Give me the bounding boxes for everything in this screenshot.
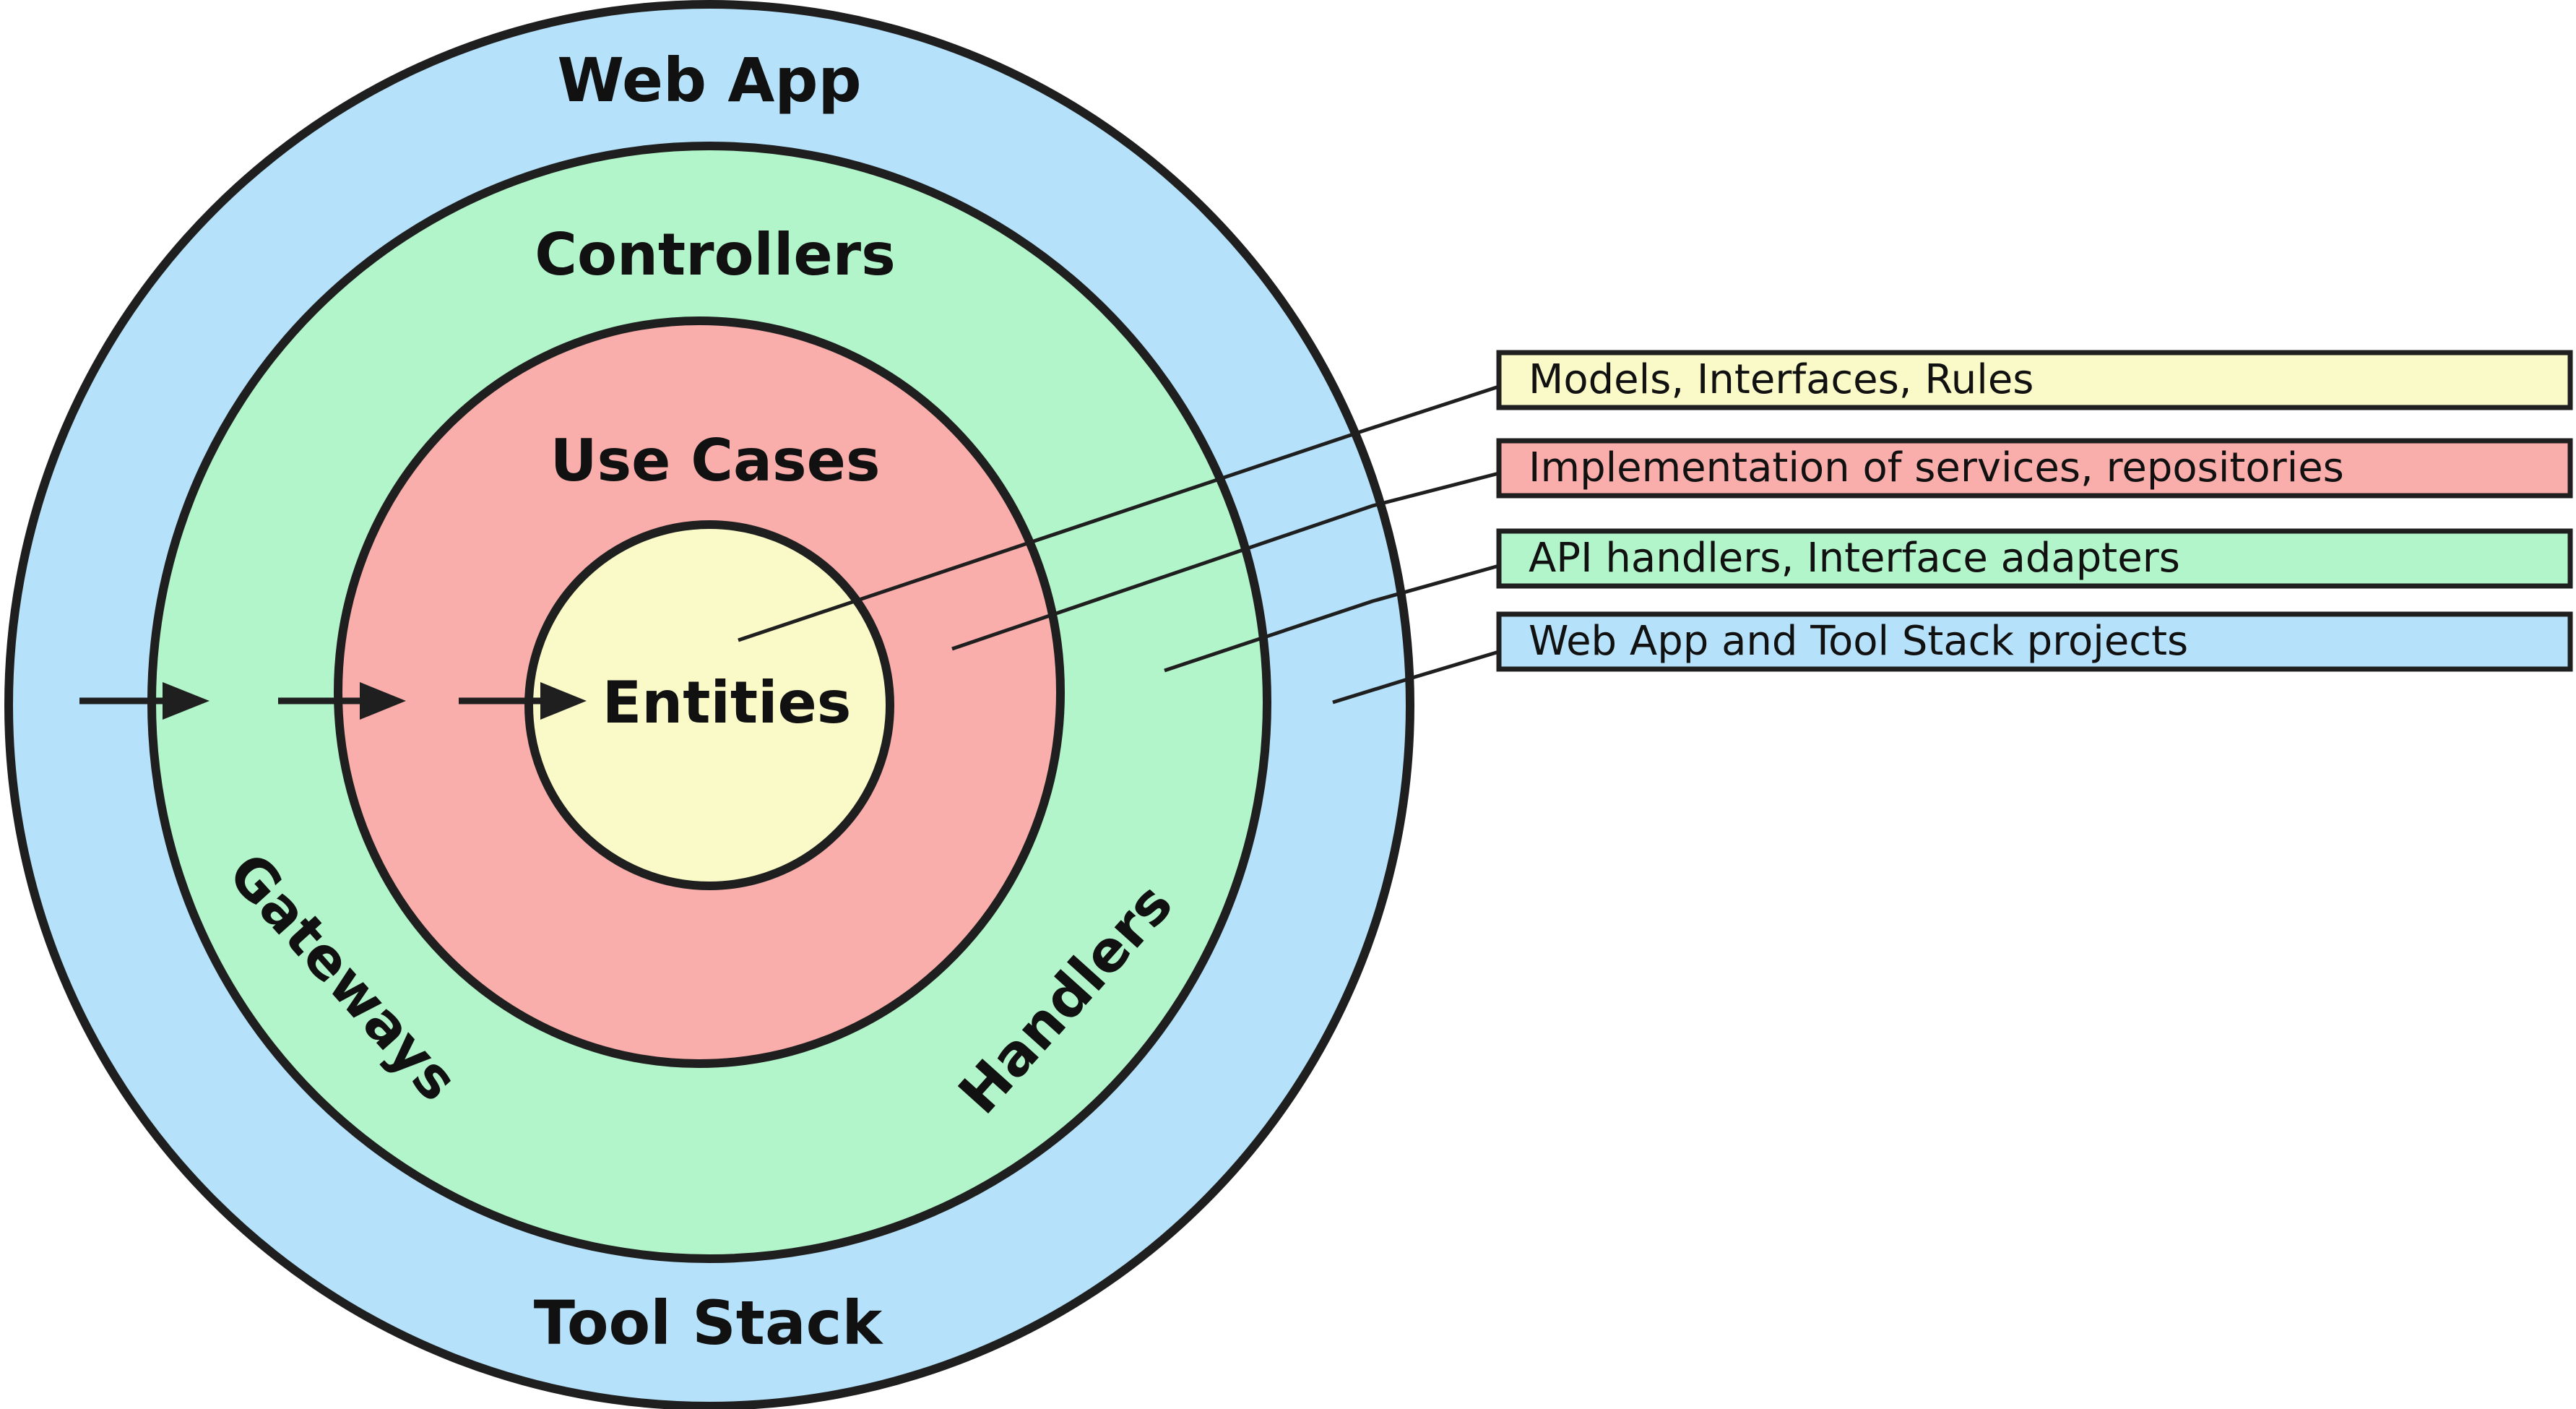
tool-stack-label: Tool Stack <box>534 1288 884 1358</box>
leader-line-web-app <box>1332 650 1500 704</box>
legend-label-controllers: API handlers, Interface adapters <box>1529 535 2180 582</box>
rings <box>4 0 1414 1409</box>
controllers-label: Controllers <box>535 221 895 288</box>
legend-item-controllers: API handlers, Interface adapters <box>1496 528 2573 589</box>
legend: Models, Interfaces, Rules Implementation… <box>1496 350 2573 672</box>
legend-item-entities: Models, Interfaces, Rules <box>1496 350 2573 410</box>
leader-line-entities <box>738 384 1500 642</box>
legend-box-controllers <box>1496 528 2573 589</box>
legend-label-web-app: Web App and Tool Stack projects <box>1529 618 2188 665</box>
legend-label-entities: Models, Interfaces, Rules <box>1529 356 2033 403</box>
legend-label-use-cases: Implementation of services, repositories <box>1529 444 2344 491</box>
legend-item-use-cases: Implementation of services, repositories <box>1496 438 2573 499</box>
arrow-middle <box>278 682 406 720</box>
legend-box-web-app <box>1496 611 2573 672</box>
legend-box-use-cases <box>1496 438 2573 499</box>
leader-line-controllers <box>1164 564 1500 673</box>
arrow-outer <box>79 682 209 720</box>
leader-line-use-cases <box>951 471 1500 651</box>
entities-ring <box>524 520 894 890</box>
legend-item-web-app: Web App and Tool Stack projects <box>1496 611 2573 672</box>
web-app-label: Web App <box>557 45 861 116</box>
arrow-inner <box>459 682 587 720</box>
entities-label: Entities <box>602 669 852 736</box>
use-cases-label: Use Cases <box>550 427 881 494</box>
leader-lines <box>738 384 1500 704</box>
dependency-arrows <box>79 682 587 720</box>
legend-box-entities <box>1496 350 2573 410</box>
